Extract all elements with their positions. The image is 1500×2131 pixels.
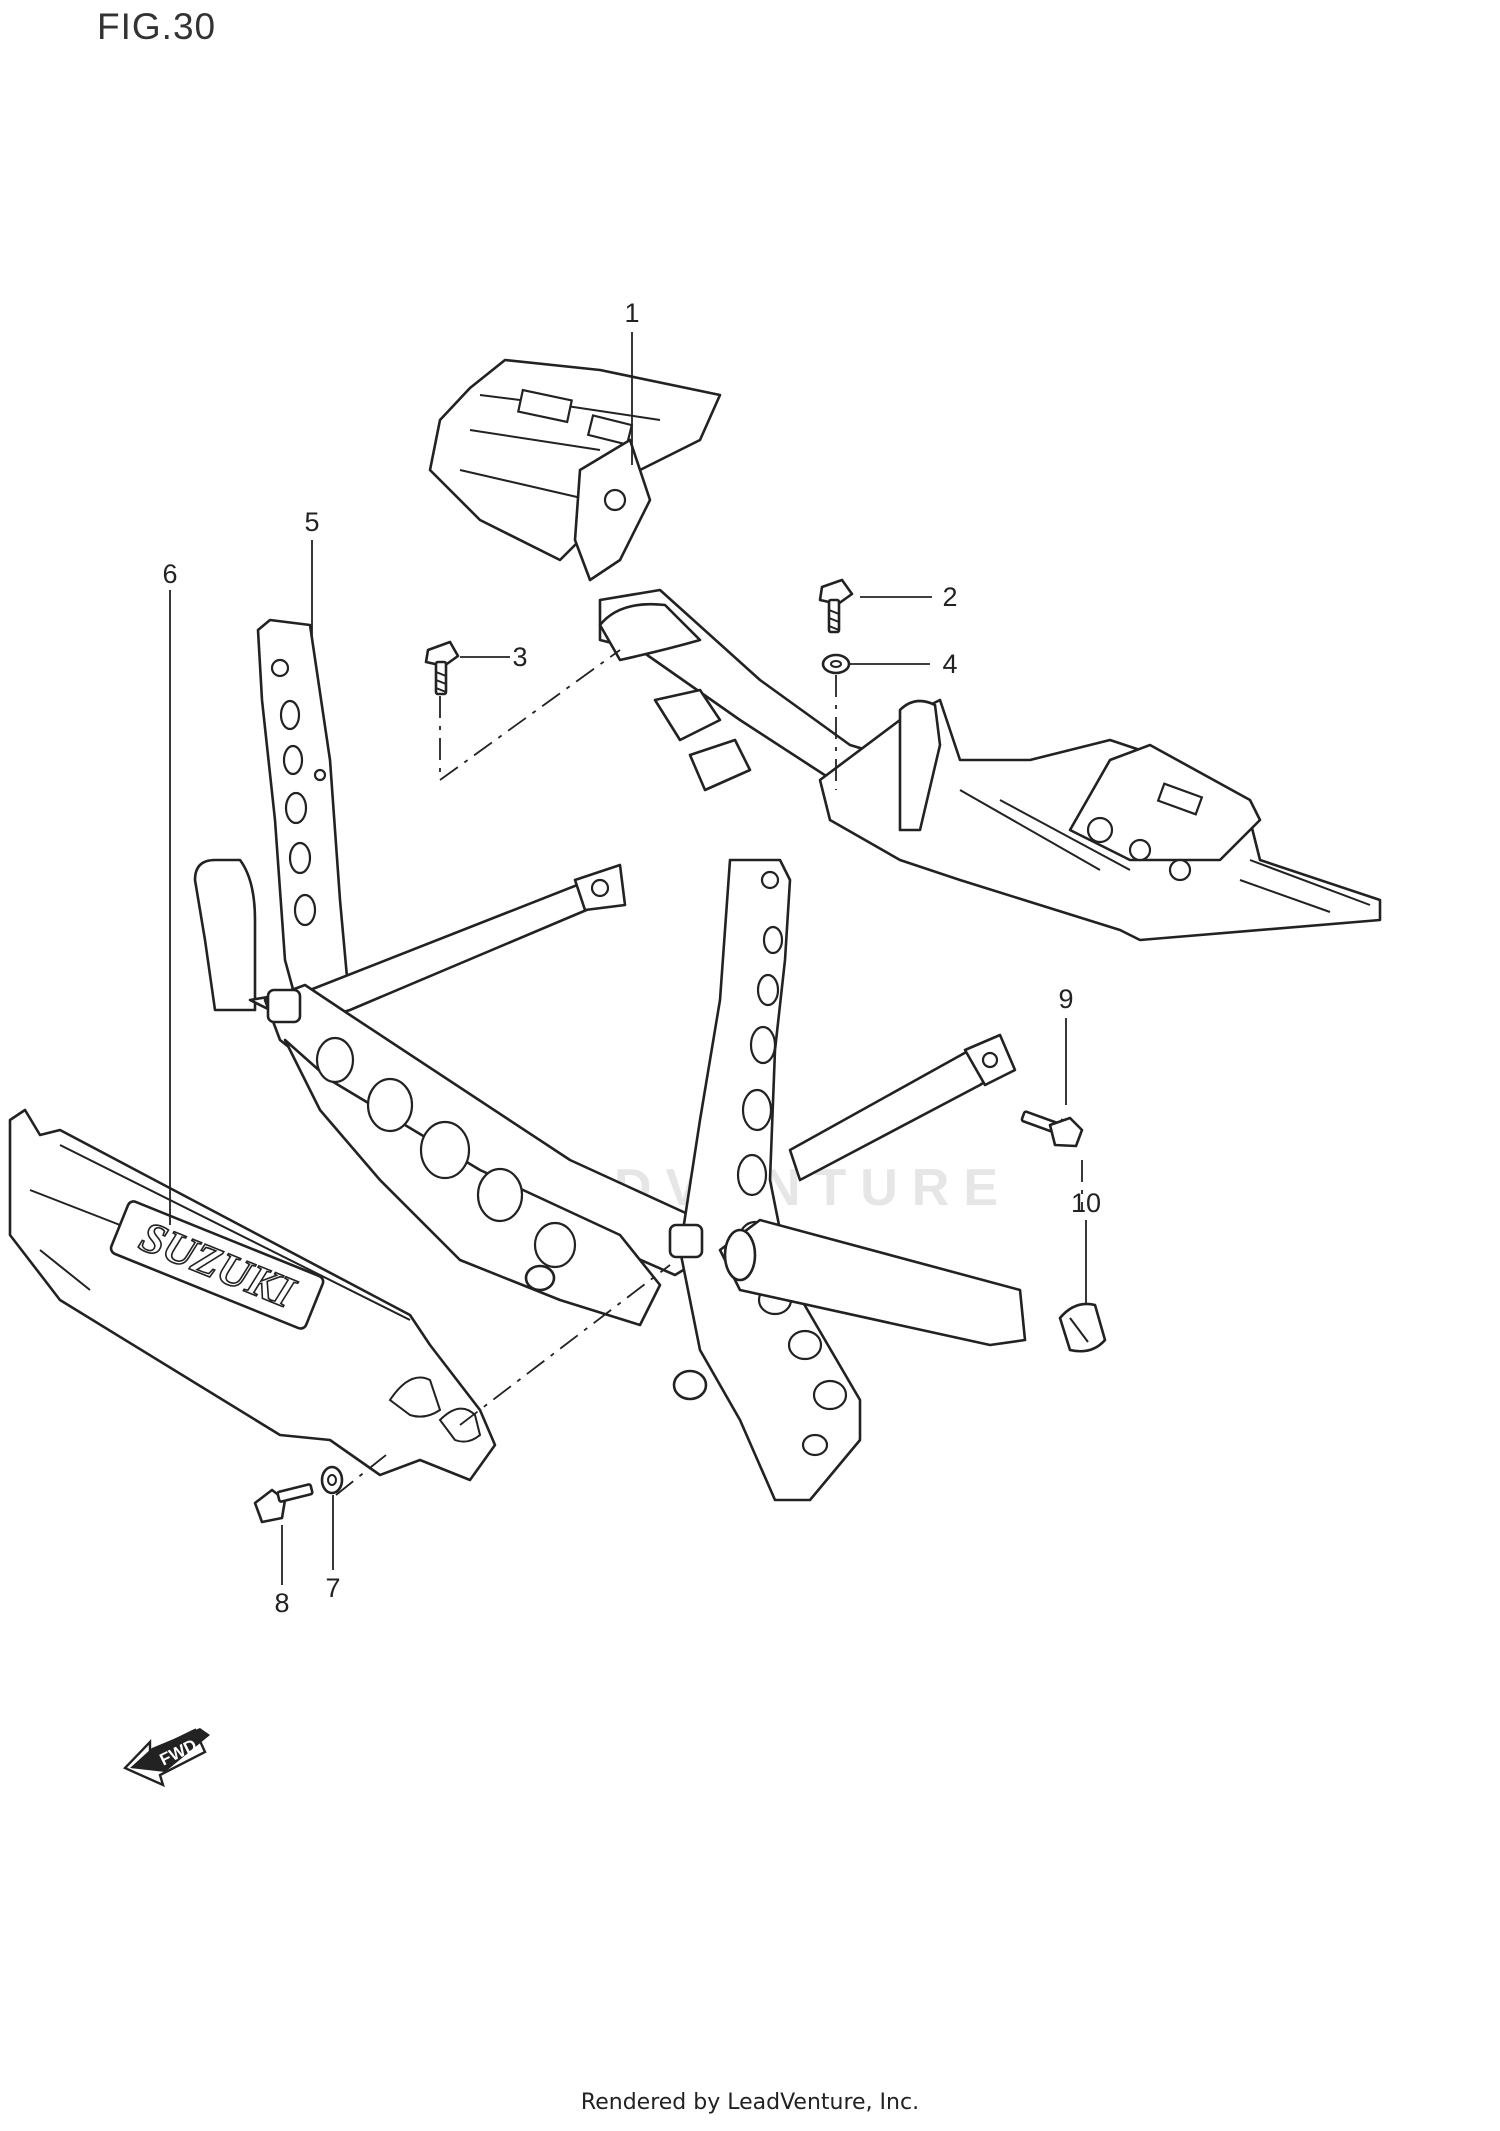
callout-6: 6	[162, 559, 177, 589]
washer-part-7	[320, 1465, 344, 1495]
forward-direction-arrow-icon: FWD	[122, 1728, 210, 1788]
callout-1: 1	[624, 298, 639, 328]
bolt-part-9	[1020, 1110, 1084, 1148]
bolt-part-2	[818, 578, 854, 634]
figure-title: FIG.30	[97, 6, 217, 47]
frame-pipe-structure	[193, 618, 1027, 1502]
footrest-assembly	[428, 358, 1382, 942]
callout-9: 9	[1058, 984, 1073, 1014]
cap-part-10	[1058, 1302, 1107, 1353]
bolt-part-3	[424, 640, 460, 696]
callout-3: 3	[512, 642, 527, 672]
callout-4: 4	[942, 649, 957, 679]
bolt-part-8	[253, 1483, 314, 1524]
callout-8: 8	[274, 1588, 289, 1618]
washer-part-4	[821, 653, 851, 675]
callout-5: 5	[304, 507, 319, 537]
callout-2: 2	[942, 582, 957, 612]
callout-7: 7	[325, 1573, 340, 1603]
footer-credit: Rendered by LeadVenture, Inc.	[580, 2090, 920, 2115]
callout-10: 10	[1071, 1188, 1101, 1218]
